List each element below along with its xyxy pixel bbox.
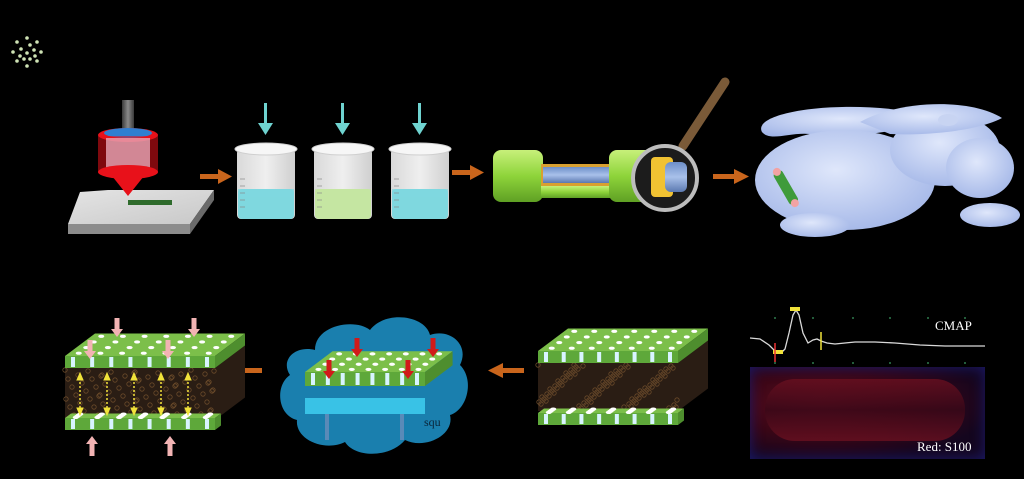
s100-stain-image xyxy=(750,367,985,459)
arrow-right-icon xyxy=(200,169,232,184)
membrane-layer xyxy=(538,328,708,363)
stain-label: Red: S100 xyxy=(917,439,972,454)
press-arrow-icon xyxy=(427,338,439,357)
flow-arrow-icon xyxy=(103,371,111,417)
build-plate xyxy=(68,190,214,234)
flow-arrow-icon xyxy=(130,371,138,417)
press-arrow-icon xyxy=(402,360,414,379)
dot-cluster-icon xyxy=(11,36,43,68)
rabbit-eye xyxy=(938,114,958,126)
arrow-down-icon xyxy=(412,103,427,135)
membrane-layer xyxy=(65,333,245,368)
magnifier-icon xyxy=(631,77,730,212)
step-final-scaffold xyxy=(62,318,245,456)
flow-arrow-icon xyxy=(157,371,165,417)
arrow-right-icon xyxy=(452,165,484,180)
step-layered-scaffold xyxy=(535,328,708,425)
press-arrow-icon xyxy=(84,340,96,359)
plunger-rod xyxy=(122,100,134,136)
flow-arrow-icon xyxy=(76,371,84,417)
print-head xyxy=(98,128,158,196)
beaker xyxy=(234,103,298,219)
drain-line xyxy=(325,414,329,440)
membrane-layer xyxy=(65,412,221,430)
step-conduit-rolling xyxy=(493,77,730,212)
arrow-down-icon xyxy=(258,103,273,135)
press-arrow-icon xyxy=(351,338,363,357)
press-arrow-icon xyxy=(111,318,123,337)
press-arrow-icon xyxy=(162,340,174,359)
step-squeezing xyxy=(280,317,468,454)
press-arrow-up-icon xyxy=(164,436,176,456)
porous-layer xyxy=(535,340,708,411)
squeeze-partial-text: squ xyxy=(424,415,441,429)
step-printing xyxy=(68,100,214,234)
step-implantation xyxy=(755,104,1020,237)
beaker xyxy=(311,103,375,219)
press-arrow-up-icon xyxy=(86,436,98,456)
rabbit xyxy=(755,104,1020,237)
step-evaluation: CMAP Red: S100 xyxy=(745,305,990,465)
implanted-conduit xyxy=(772,167,799,208)
solution-layer xyxy=(305,398,425,414)
step-solution-baths xyxy=(234,103,452,219)
beaker xyxy=(388,103,452,219)
cmap-trace xyxy=(749,307,985,364)
arrow-right-icon xyxy=(713,169,749,184)
press-arrow-icon xyxy=(188,318,200,337)
press-arrow-icon xyxy=(323,360,335,379)
cmap-label: CMAP xyxy=(935,318,972,333)
printed-strip xyxy=(128,200,172,205)
drain-line xyxy=(400,414,404,440)
membrane-layer xyxy=(538,407,684,425)
arrow-left-icon xyxy=(488,363,524,378)
arrow-down-icon xyxy=(335,103,350,135)
membrane-layer xyxy=(305,351,453,386)
flow-arrow-icon xyxy=(184,371,192,417)
